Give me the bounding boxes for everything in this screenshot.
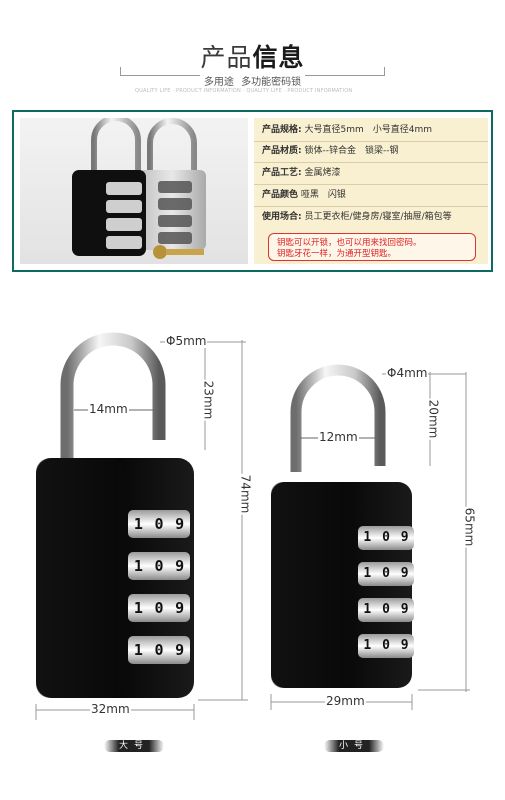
small-dials — [358, 526, 414, 658]
page-title: 产品信息 — [200, 43, 305, 72]
spec-row-process: 产品工艺: 金属烤漆 — [262, 168, 341, 178]
large-dials — [128, 510, 190, 664]
small-shackle-height: 20mm — [426, 398, 441, 440]
large-shackle-width: 14mm — [88, 402, 129, 416]
small-body-width: 29mm — [325, 694, 366, 708]
small-shackle-width: 12mm — [318, 430, 359, 444]
small-padlock — [270, 364, 470, 710]
dial-digit: 1 — [133, 515, 143, 533]
divider-tick — [384, 67, 385, 75]
product-photo — [20, 115, 248, 264]
large-shackle — [60, 332, 166, 460]
spec-row-material: 产品材质: 锁体--锌合金 锁梁--钢 — [262, 146, 399, 156]
product-info-panel: 产品规格: 大号直径5mm 小号直径4mm 产品材质: 锁体--锌合金 锁梁--… — [12, 110, 493, 272]
subtitle: 多用途 多功能密码锁 — [203, 77, 302, 88]
note-line-1: 钥匙可以开锁，也可以用来找回密码。 — [277, 238, 422, 248]
row-divider — [254, 184, 488, 185]
row-divider — [254, 162, 488, 163]
divider-tick — [120, 67, 121, 75]
padlock-photo-image — [72, 115, 206, 259]
spec-row-color: 产品颜色 哑黑 闪银 — [262, 190, 346, 200]
dimension-diagram — [35, 332, 470, 720]
row-divider — [254, 206, 488, 207]
small-total-height: 65mm — [462, 506, 477, 548]
large-body-width: 32mm — [90, 702, 131, 716]
spec-row-usage: 使用场合: 员工更衣柜/健身房/寝室/抽屉/箱包等 — [262, 212, 452, 222]
spec-row-size: 产品规格: 大号直径5mm 小号直径4mm — [262, 125, 433, 135]
section-header: 产品信息 多用途 多功能密码锁 — [0, 30, 505, 100]
large-total-height: 74mm — [238, 473, 253, 515]
note-line-2: 钥匙牙花一样，为通开型钥匙。 — [277, 249, 397, 259]
spec-table: 产品规格: 大号直径5mm 小号直径4mm 产品材质: 锁体--锌合金 锁梁--… — [254, 118, 488, 264]
divider-left — [120, 75, 200, 76]
row-divider — [254, 141, 488, 142]
small-shackle — [290, 364, 386, 472]
small-size-label: 小号 — [324, 740, 384, 752]
large-shackle-height: 23mm — [201, 379, 216, 421]
dial-digit: 9 — [175, 515, 185, 533]
small-shackle-diameter: Φ4mm — [386, 366, 429, 380]
dial-digit: 0 — [154, 515, 164, 533]
divider-right — [305, 75, 385, 76]
decorative-text: QUALITY LIFE · PRODUCT INFORMATION · QUA… — [135, 88, 353, 94]
large-shackle-diameter: Φ5mm — [165, 334, 208, 348]
key-note-box: 钥匙可以开锁，也可以用来找回密码。 钥匙牙花一样，为通开型钥匙。 — [268, 233, 476, 261]
large-size-label: 大号 — [104, 740, 164, 752]
